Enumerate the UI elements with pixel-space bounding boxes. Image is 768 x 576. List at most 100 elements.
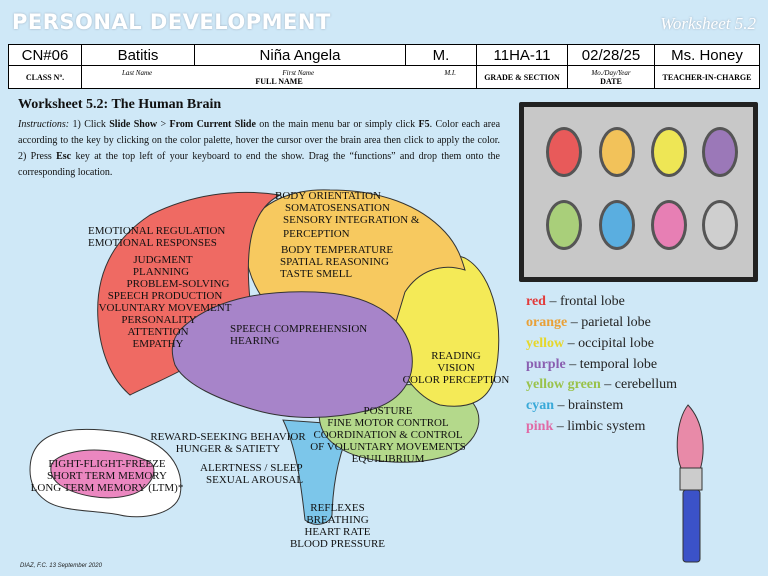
limbic-region xyxy=(50,449,155,499)
function-label[interactable]: VOLUNTARY MOVEMENT xyxy=(98,302,232,314)
palette-swatch-yellow[interactable] xyxy=(651,127,687,177)
function-label[interactable]: FIGHT-FLIGHT-FREEZE xyxy=(48,458,166,470)
palette-swatch-yellow-green[interactable] xyxy=(546,200,582,250)
function-label[interactable]: PERCEPTION xyxy=(283,228,350,240)
function-label[interactable]: REWARD-SEEKING BEHAVIOR xyxy=(150,431,306,443)
palette-swatch-purple[interactable] xyxy=(702,127,738,177)
key-color-pink: pink xyxy=(526,419,554,434)
last-name-field[interactable]: Batitis xyxy=(81,44,195,66)
function-label[interactable]: JUDGMENT xyxy=(133,254,193,266)
functions-parietal: BODY ORIENTATION SOMATOSENSATION SENSORY… xyxy=(275,190,420,280)
grade-section-field[interactable]: 11HA-11 xyxy=(476,44,568,66)
function-label[interactable]: FINE MOTOR CONTROL xyxy=(327,417,449,429)
function-label[interactable]: COLOR PERCEPTION xyxy=(402,374,510,386)
key-item-brainstem: cyan – brainstem xyxy=(526,398,623,414)
function-label[interactable]: LONG TERM MEMORY (LTM)* xyxy=(30,482,184,494)
key-item-cerebellum: yellow green – cerebellum xyxy=(526,377,677,393)
function-label[interactable]: SHORT TERM MEMORY xyxy=(47,470,167,482)
date-field[interactable]: 02/28/25 xyxy=(567,44,655,66)
function-label[interactable]: SOMATOSENSATION xyxy=(285,202,390,214)
student-info-table: CN#06 Batitis Niña Angela M. 11HA-11 02/… xyxy=(8,44,760,89)
key-item-frontal: red – frontal lobe xyxy=(526,294,625,310)
key-meaning-limbic: – limbic system xyxy=(553,419,646,434)
function-label[interactable]: HEARING xyxy=(230,335,280,347)
key-meaning-occipital: – occipital lobe xyxy=(564,336,654,351)
function-label[interactable]: PROBLEM-SOLVING xyxy=(126,278,230,290)
instructions-separator: > xyxy=(157,119,170,130)
first-name-field[interactable]: Niña Angela xyxy=(194,44,406,66)
key-item-occipital: yellow – occipital lobe xyxy=(526,336,654,352)
palette-swatch-cyan[interactable] xyxy=(599,200,635,250)
grade-section-label: GRADE & SECTION xyxy=(476,65,568,89)
mi-field[interactable]: M. xyxy=(405,44,477,66)
function-label[interactable]: POSTURE xyxy=(363,405,413,417)
function-label[interactable]: SPEECH COMPREHENSION xyxy=(230,323,368,335)
palette-swatch-pink[interactable] xyxy=(651,200,687,250)
last-name-sublabel: Last Name xyxy=(122,68,153,77)
key-color-orange: orange xyxy=(526,315,568,330)
date-label: DATE xyxy=(600,76,622,86)
palette-swatch-red[interactable] xyxy=(546,127,582,177)
teacher-field[interactable]: Ms. Honey xyxy=(654,44,760,66)
instructions-text-2: on the main menu bar or simply click xyxy=(255,119,419,130)
footer-credit: DIAZ, F.C. 13 September 2020 xyxy=(20,563,102,569)
class-no-field[interactable]: CN#06 xyxy=(8,44,82,66)
function-label[interactable]: EMPATHY xyxy=(132,338,184,350)
instructions-text-1: 1) Click xyxy=(69,119,110,130)
function-label[interactable]: BREATHING xyxy=(306,514,369,526)
key-meaning-brainstem: – brainstem xyxy=(554,398,624,413)
function-label[interactable]: BODY TEMPERATURE xyxy=(281,244,394,256)
function-label[interactable]: ATTENTION xyxy=(127,326,189,338)
key-color-purple: purple xyxy=(526,357,566,372)
function-label[interactable]: PLANNING xyxy=(132,266,190,278)
function-label[interactable]: REFLEXES xyxy=(310,502,365,514)
palette-swatch-gray[interactable] xyxy=(702,200,738,250)
function-label[interactable]: SPEECH PRODUCTION xyxy=(107,290,223,302)
function-label[interactable]: SPATIAL REASONING xyxy=(280,256,389,268)
color-palette xyxy=(519,102,758,282)
functions-occipital: READING VISION COLOR PERCEPTION xyxy=(396,350,516,386)
function-label[interactable]: HUNGER & SATIETY xyxy=(175,443,281,455)
functions-temporal: SPEECH COMPREHENSION HEARING xyxy=(230,323,367,347)
key-color-yellow: yellow xyxy=(526,336,565,351)
function-label[interactable]: OF VOLUNTARY MOVEMENTS xyxy=(310,441,466,453)
function-label[interactable]: VISION xyxy=(437,362,475,374)
function-label[interactable]: EMOTIONAL REGULATION xyxy=(88,225,226,237)
function-label[interactable]: ALERTNESS / SLEEP xyxy=(200,462,303,474)
function-label[interactable]: EQUILIBRIUM xyxy=(351,453,425,465)
function-label[interactable]: SEXUAL AROUSAL xyxy=(206,474,304,486)
key-item-parietal: orange – parietal lobe xyxy=(526,315,651,331)
full-name-label: FULL NAME xyxy=(255,76,303,86)
instructions-text-3: . Color each area according to the key b… xyxy=(18,119,501,162)
key-meaning-cerebellum: – cerebellum xyxy=(600,377,677,392)
key-meaning-temporal: – temporal lobe xyxy=(565,357,658,372)
function-label[interactable]: PERSONALITY xyxy=(121,314,197,326)
palette-tray xyxy=(524,107,753,277)
function-label[interactable]: EMOTIONAL RESPONSES xyxy=(88,237,217,249)
functions-frontal-a: EMOTIONAL REGULATION EMOTIONAL RESPONSES xyxy=(88,225,225,249)
key-meaning-parietal: – parietal lobe xyxy=(567,315,651,330)
function-label[interactable]: READING xyxy=(431,350,481,362)
instructions-label: Instructions: xyxy=(18,119,70,130)
key-color-red: red xyxy=(526,294,546,309)
functions-brainstem-a: ALERTNESS / SLEEP SEXUAL AROUSAL xyxy=(200,462,303,486)
function-label[interactable]: SENSORY INTEGRATION & xyxy=(283,214,420,226)
date-label-cell: Mo./Day/Year DATE xyxy=(567,65,655,89)
full-name-label-cell: Last Name First Name M.I. FULL NAME xyxy=(81,65,477,89)
function-label[interactable]: BODY ORIENTATION xyxy=(275,190,381,202)
functions-limbic-top: REWARD-SEEKING BEHAVIOR HUNGER & SATIETY xyxy=(143,431,313,455)
f5-key-term: F5 xyxy=(418,119,430,130)
function-label[interactable]: HEART RATE xyxy=(304,526,371,538)
page-header: PERSONAL DEVELOPMENT Worksheet 5.2 xyxy=(0,0,768,46)
first-name-sublabel: First Name xyxy=(282,68,315,77)
functions-cerebellum: POSTURE FINE MOTOR CONTROL COORDINATION … xyxy=(308,405,468,465)
temporal-region xyxy=(171,291,413,418)
esc-key-term: Esc xyxy=(56,151,72,162)
palette-swatch-orange[interactable] xyxy=(599,127,635,177)
function-label[interactable]: TASTE SMELL xyxy=(280,268,353,280)
function-label[interactable]: COORDINATION & CONTROL xyxy=(313,429,463,441)
key-color-yellow-green: yellow green xyxy=(526,377,601,392)
key-meaning-frontal: – frontal lobe xyxy=(545,294,625,309)
key-item-temporal: purple – temporal lobe xyxy=(526,357,657,373)
function-label[interactable]: BLOOD PRESSURE xyxy=(289,538,386,550)
